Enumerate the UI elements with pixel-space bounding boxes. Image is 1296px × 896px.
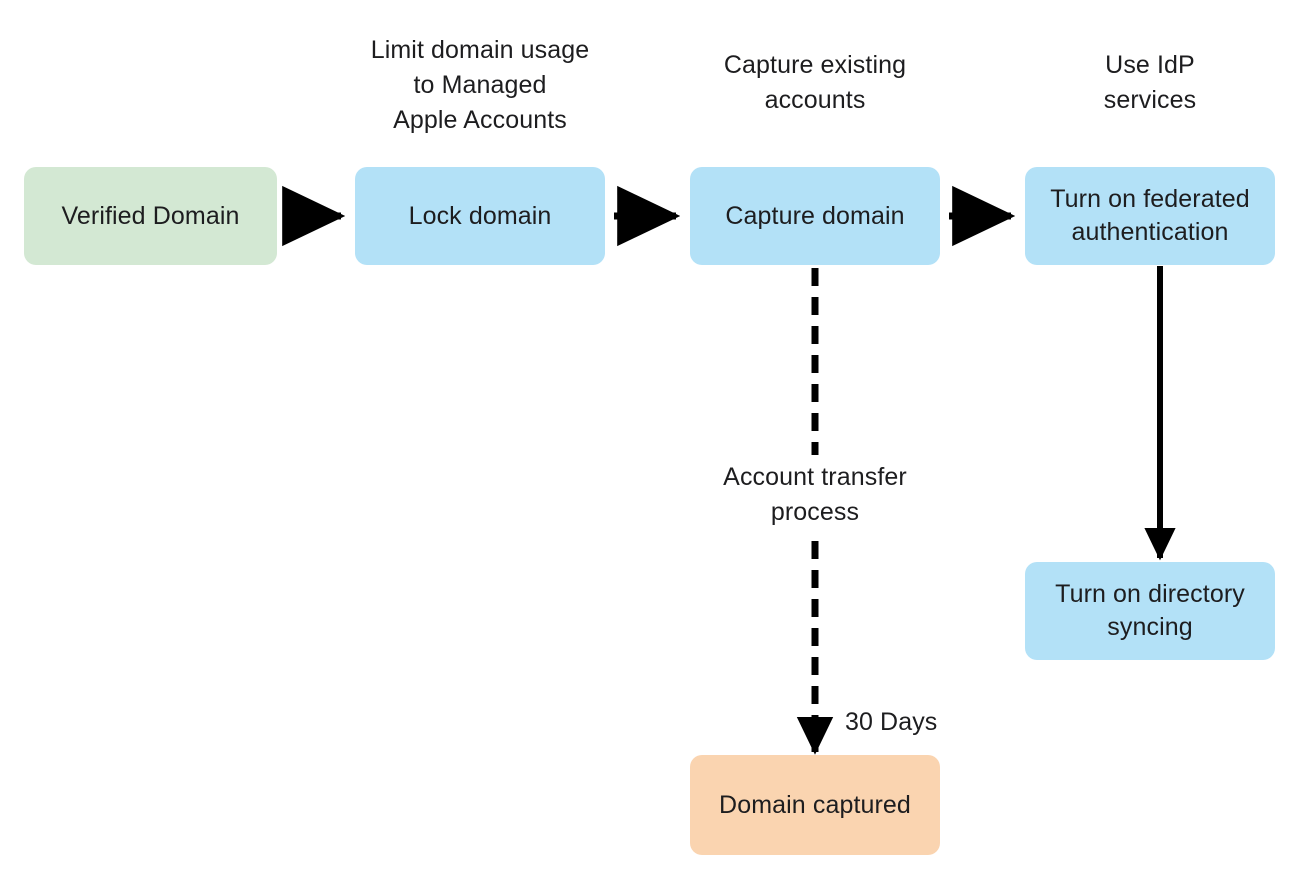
edge-label-thirty-days: 30 Days xyxy=(845,708,938,736)
caption-federated-authentication: Use IdP services xyxy=(1103,51,1197,114)
caption-capture-domain: Capture existing accounts xyxy=(723,51,907,114)
node-domain-captured[interactable]: Domain captured xyxy=(690,755,940,855)
node-federated-authentication[interactable]: Turn on federated authentication xyxy=(1025,167,1275,265)
node-lock-domain[interactable]: Lock domain xyxy=(355,167,605,265)
node-capture-domain[interactable]: Capture domain xyxy=(690,167,940,265)
node-verified-domain[interactable]: Verified Domain xyxy=(24,167,277,265)
edge-label-account-transfer-process: Account transfer process xyxy=(690,460,940,530)
caption-lock-domain: Limit domain usage to Managed Apple Acco… xyxy=(370,36,590,134)
node-directory-syncing[interactable]: Turn on directory syncing xyxy=(1025,562,1275,660)
